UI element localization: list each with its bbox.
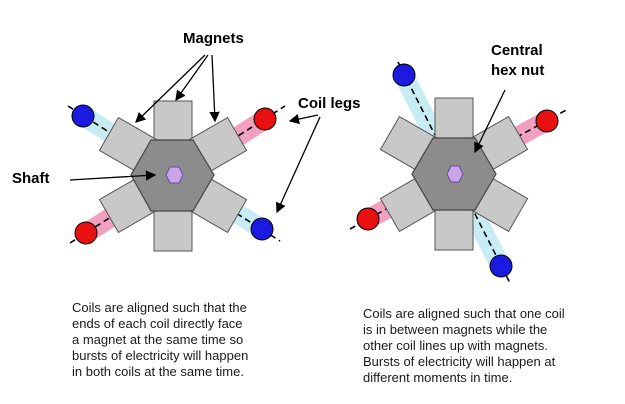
left-coil-pink-axis xyxy=(69,105,286,244)
shaft-label: Shaft xyxy=(12,170,50,187)
right-coil-cyan-blue-end-bottom xyxy=(489,254,513,278)
right-caption-line: Bursts of electricity will happen at xyxy=(363,354,556,369)
left-coil-cyan-blue-end-bottom xyxy=(250,217,274,241)
right-caption: Coils are aligned such that one coil is … xyxy=(363,306,565,386)
coil-legs-label: Coil legs xyxy=(298,95,361,112)
right-generator xyxy=(349,61,569,284)
right-magnet-top xyxy=(434,97,474,143)
left-caption-line: a magnet at the same time so xyxy=(72,332,244,347)
left-caption-line: ends of each coil directly face xyxy=(72,316,243,331)
leader-arrows xyxy=(69,54,506,214)
central-hex-nut-label: Central hex nut xyxy=(491,41,544,81)
left-caption-line: Coils are aligned such that the xyxy=(72,300,247,315)
left-shaft xyxy=(165,166,184,184)
coil-legs-arrow-2 xyxy=(276,116,321,214)
hex-nut-arrow xyxy=(474,89,506,154)
magnets-arrow-1 xyxy=(135,54,206,123)
magnets-arrow-2 xyxy=(175,54,209,102)
right-caption-line: Coils are aligned such that one coil xyxy=(363,306,565,321)
right-coil-cyan-blue-end-top xyxy=(392,63,416,87)
right-coil-pink-red-end-bottom xyxy=(356,207,380,231)
central-hex-nut-label-line1: Central xyxy=(491,42,543,59)
shaft-arrow xyxy=(69,170,157,181)
left-coil-pink-red-end-bottom xyxy=(74,221,98,245)
left-generator xyxy=(67,100,286,252)
left-coil-cyan-blue-end-top xyxy=(71,104,95,128)
right-shaft xyxy=(446,165,464,183)
magnets-arrow-3 xyxy=(209,54,220,123)
right-magnet-bottom xyxy=(434,205,474,251)
left-magnet-bottom xyxy=(153,206,193,252)
right-coil-pink-red-end-top xyxy=(535,109,559,133)
magnets-label: Magnets xyxy=(183,30,244,47)
left-caption: Coils are aligned such that the ends of … xyxy=(72,300,248,380)
left-caption-line: bursts of electricity will happen xyxy=(72,348,249,363)
right-caption-line: different moments in time. xyxy=(363,370,513,385)
right-caption-line: other coil lines up with magnets. xyxy=(363,338,548,353)
right-caption-line: is in between magnets while the xyxy=(363,322,548,337)
coil-legs-arrow-1 xyxy=(288,114,319,125)
left-coil-pink-red-end-top xyxy=(253,107,277,131)
left-caption-line: in both coils at the same time. xyxy=(72,364,244,379)
left-magnet-top xyxy=(153,100,193,146)
central-hex-nut-label-line2: hex nut xyxy=(491,62,545,79)
